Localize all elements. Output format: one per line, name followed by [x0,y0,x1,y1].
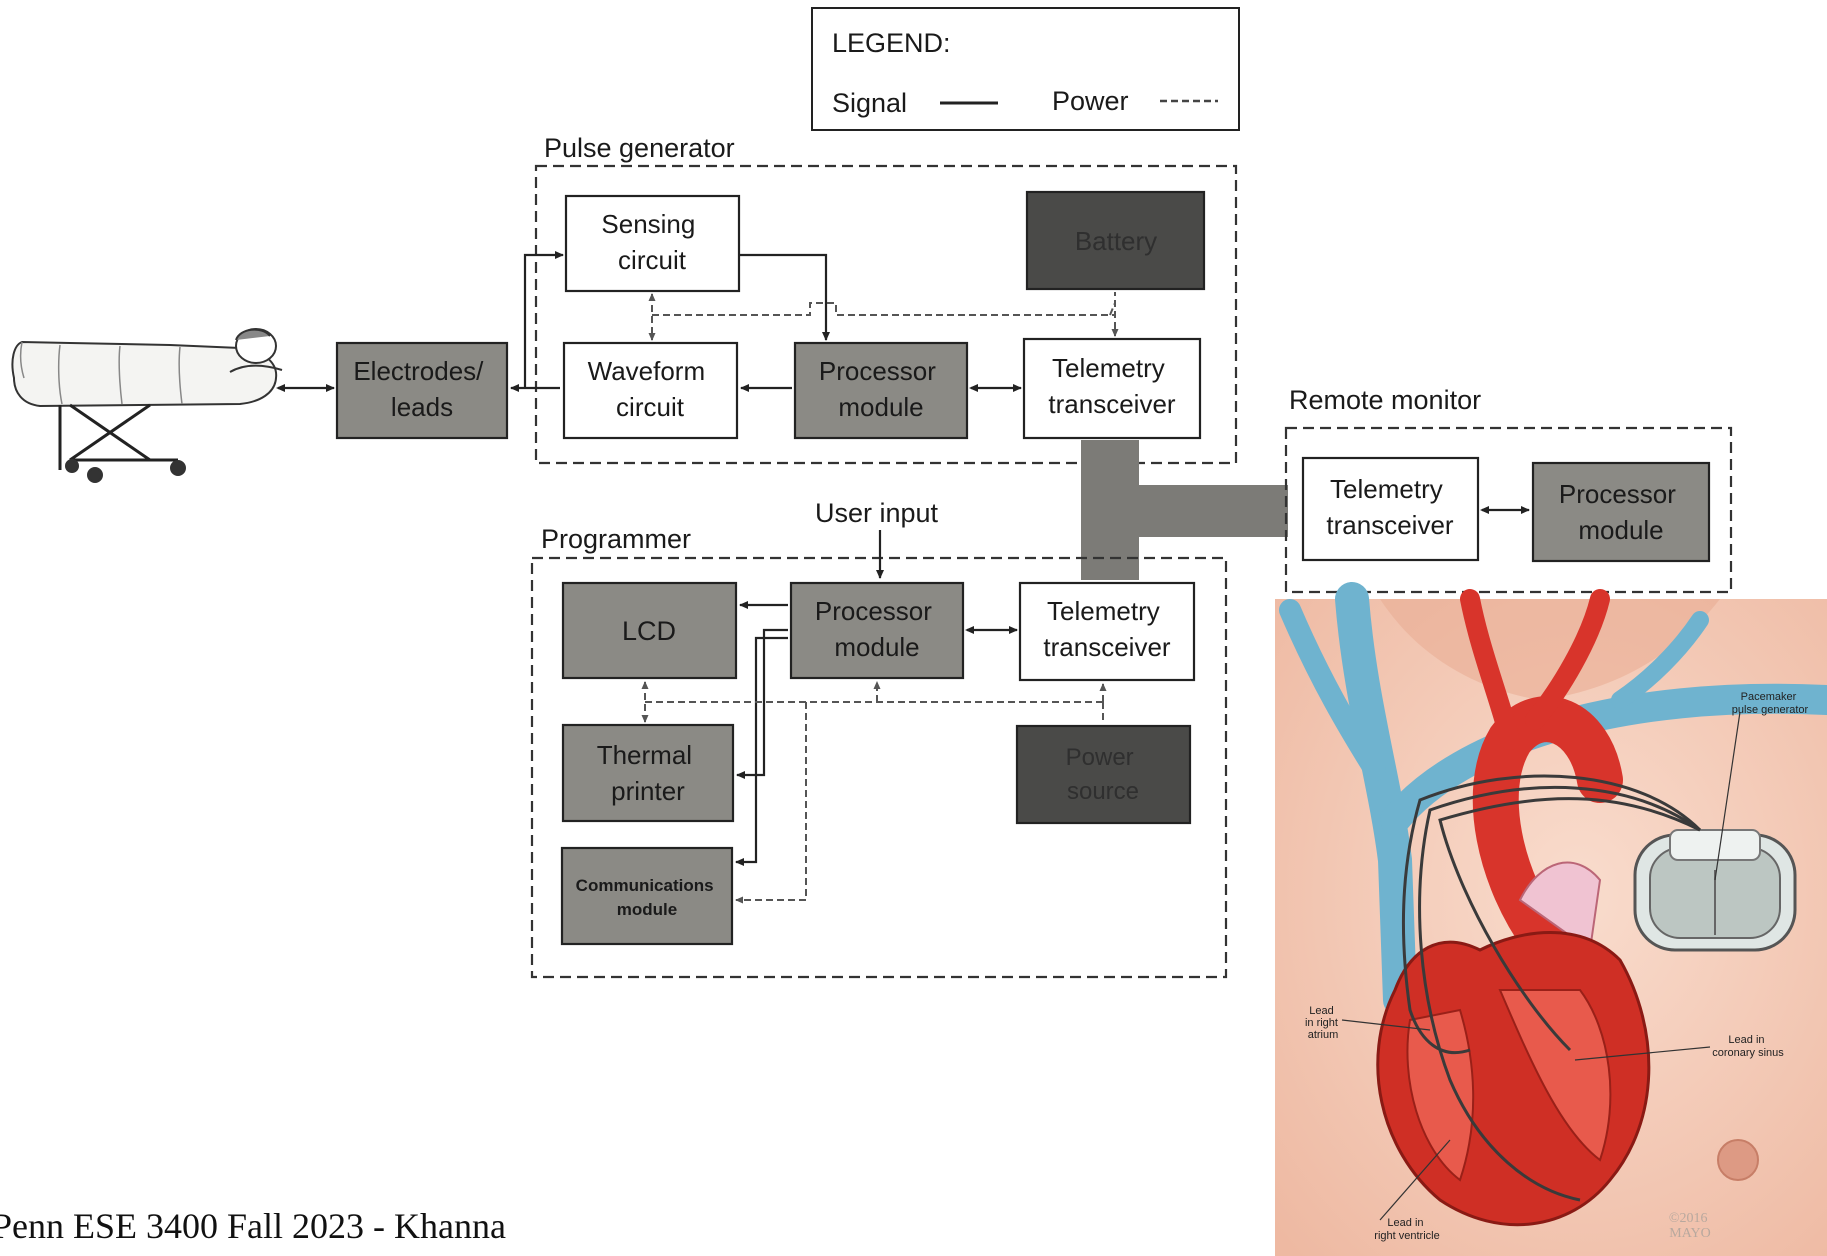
pg-processor-line1: Processor [819,356,936,386]
sensing-line1: Sensing [601,209,695,239]
remote-monitor-label: Remote monitor [1289,385,1481,415]
rm-telemetry-line1: Telemetry [1330,474,1443,504]
lead-cs-line1: Lead in [1728,1034,1764,1046]
sensing-circuit-block: Sensing circuit [566,196,739,291]
waveform-line1: Waveform [588,356,706,386]
rm-telemetry-line2: transceiver [1326,510,1453,540]
battery-block: Battery [1027,192,1204,289]
lead-rv-line2: right ventricle [1374,1230,1439,1242]
communications-module-block: Communications module [562,848,732,944]
battery-label: Battery [1075,226,1157,256]
thermal-printer-block: Thermal printer [563,725,733,821]
legend-signal-label: Signal [832,88,907,118]
prog-telemetry-line1: Telemetry [1047,596,1160,626]
legend-title: LEGEND: [832,28,951,58]
programmer-label: Programmer [541,524,691,554]
lead-ra-line2: in right [1305,1017,1338,1029]
pacemaker-heart-illustration: Pacemaker pulse generator Lead in right … [1275,599,1827,1256]
lead-ra-line3: atrium [1308,1029,1339,1041]
communications-line2: module [617,900,677,919]
prog-processor-module-block: Processor module [791,583,963,678]
pg-telemetry-line2: transceiver [1048,389,1175,419]
lcd-block: LCD [563,583,736,678]
pulse-generator-power-lines [652,292,1115,340]
svg-text:Pacemaker pulse genera: Pacemaker pulse generator [1732,691,1809,716]
power-source-block: Power source [1017,726,1190,823]
power-source-line2: source [1067,778,1139,805]
pg-processor-line2: module [838,392,923,422]
pacemaker-device-icon [1635,830,1795,950]
pg-processor-module-block: Processor module [795,343,967,438]
waveform-line2: circuit [616,392,685,422]
legend: LEGEND: Signal Power [812,8,1239,130]
power-source-line1: Power [1066,744,1134,771]
user-input-label: User input [815,498,939,528]
prog-telemetry-transceiver-block: Telemetry transceiver [1020,583,1194,680]
footer-credit: Penn ESE 3400 Fall 2023 - Khanna [0,1205,506,1247]
electrodes-line2: leads [391,392,453,422]
copyright-line1: ©2016 [1669,1211,1708,1226]
legend-power-label: Power [1052,86,1129,116]
rm-processor-line2: module [1578,515,1663,545]
rm-telemetry-transceiver-block: Telemetry transceiver [1303,458,1478,560]
pg-telemetry-transceiver-block: Telemetry transceiver [1024,339,1200,438]
electrodes-line1: Electrodes/ [353,356,484,386]
pacemaker-label-line1: Pacemaker [1741,691,1797,703]
lcd-label: LCD [622,616,676,646]
rm-processor-module-block: Processor module [1533,463,1709,561]
prog-processor-line1: Processor [815,596,932,626]
pulse-generator-label: Pulse generator [544,133,735,163]
svg-text:Lead in right: Lead in right atrium [1305,1005,1341,1041]
electrodes-leads-block: Electrodes/ leads [337,343,507,438]
pg-telemetry-line1: Telemetry [1052,353,1165,383]
prog-telemetry-line2: transceiver [1043,632,1170,662]
lead-rv-line1: Lead in [1387,1217,1423,1229]
lead-ra-line1: Lead [1309,1005,1333,1017]
thermal-printer-line1: Thermal [597,740,692,770]
rm-processor-line1: Processor [1559,479,1676,509]
sensing-line2: circuit [618,245,687,275]
lead-cs-line2: coronary sinus [1712,1047,1784,1059]
pacemaker-label-line2: pulse generator [1732,704,1809,716]
waveform-circuit-block: Waveform circuit [564,343,737,438]
thermal-printer-line2: printer [611,776,685,806]
prog-processor-line2: module [834,632,919,662]
svg-text:©2016 MAYO: ©2016 MAYO [1669,1211,1711,1241]
communications-line1: Communications [576,876,714,895]
patient-on-stretcher-icon [12,329,282,482]
copyright-line2: MAYO [1669,1226,1711,1241]
